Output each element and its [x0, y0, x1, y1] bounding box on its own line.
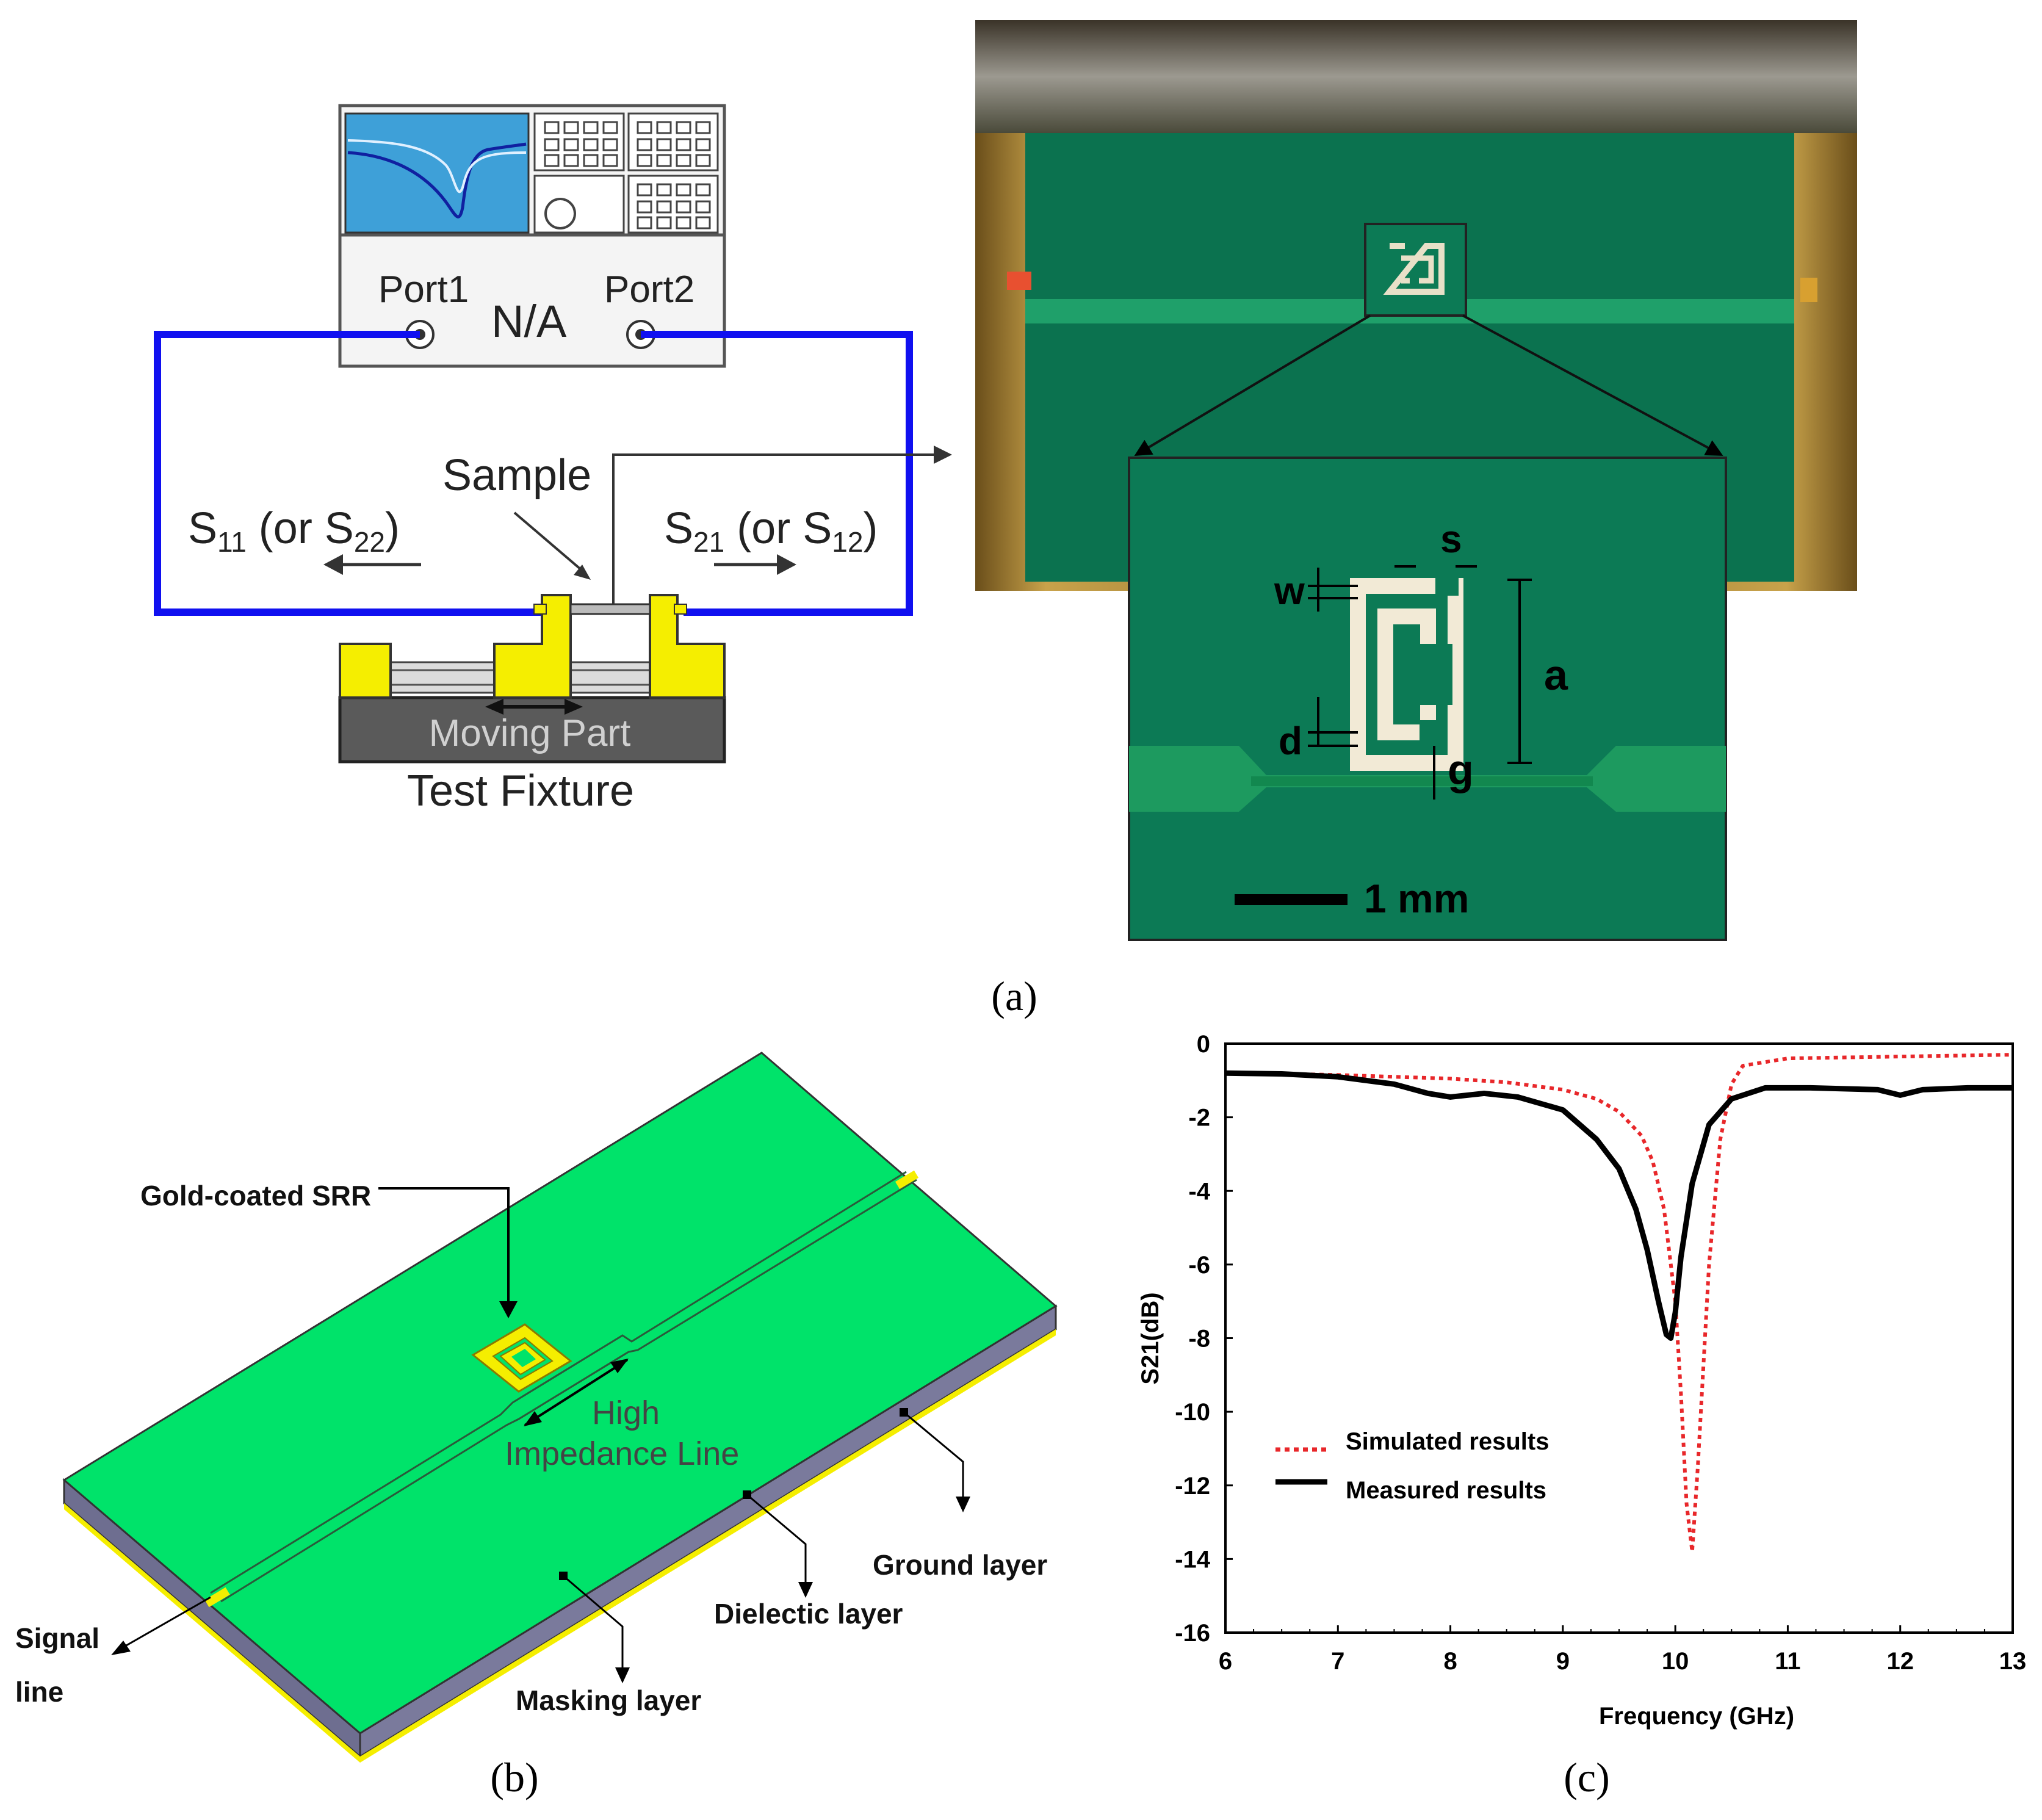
y-tick-label: -16 [1175, 1620, 1210, 1647]
scale-bar-label: 1 mm [1364, 876, 1469, 921]
caption-b: (b) [490, 1754, 538, 1800]
srr-model [471, 1323, 572, 1393]
analyzer-label: N/A [491, 296, 567, 347]
series-line-simulated [1225, 1053, 2013, 1554]
caption-c: (c) [1564, 1754, 1609, 1800]
series-line-measured [1225, 1070, 2013, 1341]
y-tick-label: 0 [1197, 1031, 1210, 1058]
analyzer-knob-icon [544, 198, 576, 229]
s11-label: S11 (or S22) [188, 504, 400, 558]
x-axis-label: Frequency (GHz) [1599, 1703, 1794, 1730]
analyzer-keypad [533, 112, 719, 234]
microstrip-line [210, 1171, 917, 1603]
y-tick-label: -6 [1188, 1252, 1210, 1279]
series-layer [1225, 1053, 2013, 1554]
x-axis-ticks: 6 7 8 9 10 11 12 13 [1219, 1625, 2026, 1675]
s21-label: S21 (or S12) [664, 504, 878, 558]
panel-b-model [62, 1052, 1058, 1763]
legend-label-measured: Measured results [1346, 1477, 1546, 1504]
x-tick-label: 10 [1662, 1648, 1689, 1675]
analyzer-screen [344, 112, 530, 234]
ground-layer-label: Ground layer [873, 1549, 1047, 1581]
x-tick-label: 12 [1886, 1648, 1914, 1675]
cable-port1 [154, 331, 549, 616]
scale-bar [1235, 894, 1348, 905]
moving-part-label: Moving Part [429, 712, 631, 754]
caption-a: (a) [991, 973, 1037, 1019]
signal-line-label-1: Signal [15, 1622, 99, 1654]
dielectric-layer-label: Dielectic layer [714, 1598, 903, 1630]
panel-a-schematic: Port1 Port2 N/A Sample S11 (or S22) S21 … [154, 104, 952, 815]
panel-a-photo: s w a d g 1 mm [975, 20, 1857, 941]
y-axis-label: S21(dB) [1137, 1292, 1164, 1384]
high-impedance-label-2: Impedance Line [505, 1435, 739, 1472]
dim-a: a [1544, 651, 1568, 699]
y-tick-label: -10 [1175, 1399, 1210, 1426]
srr-photo [1350, 577, 1463, 771]
masking-layer-label: Masking layer [516, 1685, 701, 1716]
legend-label-simulated: Simulated results [1346, 1428, 1549, 1455]
y-tick-label: -12 [1175, 1473, 1210, 1500]
legend: Simulated results Measured results [1275, 1428, 1549, 1504]
y-axis-ticks: 0 -2 -4 -6 -8 -10 -12 -14 -16 [1175, 1031, 1233, 1647]
dim-w: w [1274, 569, 1305, 613]
dim-s: s [1440, 517, 1462, 561]
port1-label: Port1 [378, 269, 469, 311]
dim-d: d [1279, 719, 1302, 763]
test-fixture-label: Test Fixture [407, 767, 634, 815]
gold-srr-label: Gold-coated SRR [140, 1180, 371, 1212]
x-tick-label: 6 [1219, 1648, 1232, 1675]
signal-line-label-2: line [15, 1676, 63, 1708]
x-tick-label: 7 [1331, 1648, 1344, 1675]
x-tick-label: 11 [1775, 1648, 1800, 1675]
plot-frame [1224, 1042, 2014, 1634]
panel-c-chart: 6 7 8 9 10 11 12 13 0 -2 -4 -6 -8 -10 -12 -14 -16 Frequ… [1137, 1031, 2026, 1730]
x-tick-label: 8 [1443, 1648, 1457, 1675]
high-impedance-label-1: High [592, 1395, 660, 1431]
y-tick-label: -4 [1188, 1178, 1210, 1205]
test-fixture [338, 594, 726, 764]
sample-label: Sample [442, 451, 591, 500]
y-tick-label: -14 [1175, 1546, 1211, 1573]
cable-port2 [641, 331, 913, 616]
y-tick-label: -2 [1188, 1105, 1210, 1132]
y-tick-label: -8 [1188, 1326, 1210, 1352]
x-tick-label: 13 [1999, 1648, 2027, 1675]
dimension-marks [1308, 565, 1532, 800]
sample-inset-box [1364, 223, 1467, 317]
dim-g: g [1448, 746, 1474, 793]
x-tick-label: 9 [1556, 1648, 1570, 1675]
port2-label: Port2 [604, 269, 694, 311]
